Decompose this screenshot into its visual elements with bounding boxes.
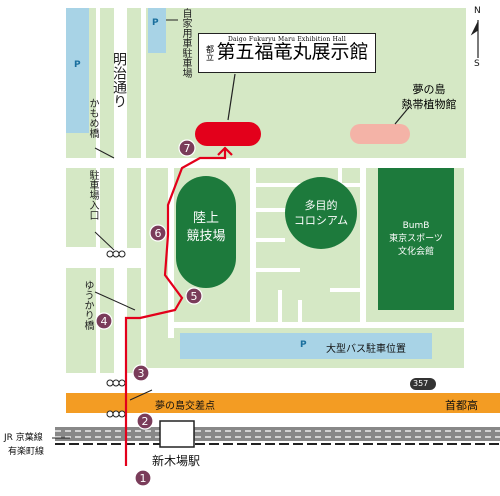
road-inner-loop-left (168, 168, 174, 338)
walking-route (124, 148, 227, 466)
bumb-line2: 東京スポーツ (389, 234, 443, 244)
kamome-bridge-label: かもめ橋 (87, 98, 98, 138)
bridge-marker-a (106, 250, 114, 258)
tropical-line1: 夢の島 (412, 83, 446, 96)
compass-north-label: N (474, 6, 481, 16)
route-357-label: 357 (413, 379, 429, 388)
colosseum-line1: 多目的 (304, 199, 338, 212)
jr-line-label: JR 京葉線 (4, 433, 43, 443)
bridge-marker-f (118, 379, 126, 387)
parking-entrance-label: 駐車場入口 (87, 170, 98, 220)
stadium-label: 陸上 競技場 (176, 210, 236, 246)
park-area-left-low (66, 268, 96, 373)
station-building (159, 420, 195, 448)
route-357-badge (410, 378, 436, 390)
road-inner-right (360, 168, 366, 322)
park-area-strip (100, 8, 114, 373)
bridge-marker-g (106, 410, 114, 418)
parking-symbol-bus: P (300, 340, 307, 350)
kamome-leader (94, 147, 115, 159)
tropical-callout[interactable]: 夢の島 熱帯植物館 (387, 82, 471, 118)
road-left-connector (66, 248, 146, 268)
bridge-marker-h (112, 410, 120, 418)
expressway (66, 393, 500, 413)
private-parking-label: 自家用車駐車場 (180, 8, 191, 78)
intersection-leader (129, 389, 153, 401)
museum-sub-label: 都立 (205, 44, 215, 61)
yurakucho-line-label: 有楽町線 (8, 447, 45, 457)
bumb-building (378, 168, 454, 310)
museum-en-name: Daigo Fukuryu Maru Exhibition Hall (227, 36, 347, 43)
colosseum-label: 多目的 コロシアム (285, 198, 357, 228)
water-left (66, 8, 89, 133)
meiji-dori-label: 明治通り (111, 52, 127, 108)
parking-lot-bus (180, 333, 432, 359)
bridge-marker-d (106, 379, 114, 387)
parking-lot-private (148, 8, 166, 53)
railway-bed (55, 427, 500, 441)
parking-symbol-top: P (152, 18, 159, 28)
parking-symbol-left: P (74, 60, 81, 70)
tropical-line2: 熱帯植物館 (401, 98, 457, 111)
bumb-label: BumB 東京スポーツ 文化会館 (378, 220, 454, 259)
colosseum-shape (285, 177, 357, 249)
bridge-marker-i (118, 410, 126, 418)
road-inner-loop-bottom (168, 322, 464, 328)
yukari-leader (94, 291, 136, 311)
museum-marker[interactable] (195, 122, 261, 146)
stadium-line2: 競技場 (186, 229, 226, 244)
colosseum-line2: コロシアム (293, 214, 349, 227)
stadium-shape (176, 176, 236, 288)
bridge-marker-c (118, 250, 126, 258)
bumb-line3: 文化会館 (397, 247, 434, 257)
museum-callout[interactable]: Daigo Fukuryu Maru Exhibition Hall 都立 第五… (198, 33, 376, 73)
road-horizontal-main (66, 158, 466, 168)
park-area-left-mid (66, 165, 96, 247)
bumb-line1: BumB (402, 221, 430, 231)
bus-parking-label: 大型バス駐車位置 (326, 344, 406, 355)
route-arrow (217, 146, 233, 156)
museum-name: 第五福竜丸展示館 (216, 41, 369, 63)
road-inner-mid (250, 168, 256, 322)
station-label: 新木場駅 (152, 454, 201, 468)
bridge-marker-b (112, 250, 120, 258)
intersection-label: 夢の島交差点 (155, 401, 215, 412)
expressway-label: 首都高 (445, 399, 478, 412)
compass-arrow-icon (470, 21, 479, 36)
yukari-bridge-label: ゆうかり橋 (82, 280, 93, 330)
museum-pointer (227, 73, 236, 121)
park-area-strip2 (127, 8, 141, 373)
road-meiji (114, 0, 127, 400)
bridge-marker-e (112, 379, 120, 387)
stadium-line1: 陸上 (192, 211, 219, 226)
entrance-leader (94, 231, 115, 251)
tropical-marker[interactable] (350, 124, 410, 144)
tropical-pointer (394, 105, 411, 125)
compass-south-label: S (474, 59, 480, 69)
